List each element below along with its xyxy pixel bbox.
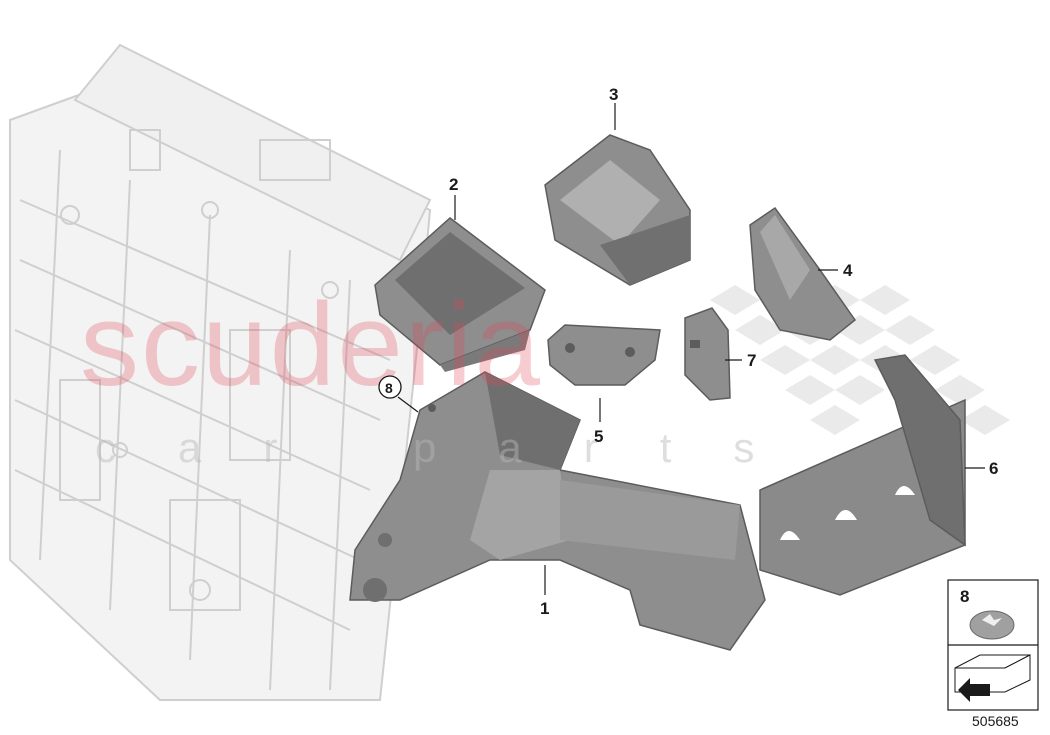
part-1-wheelarch-trim <box>349 371 766 651</box>
watermark-brand: scuderia <box>80 279 542 411</box>
legend-part-number: 8 <box>960 587 969 606</box>
callout-2: 2 <box>449 175 458 194</box>
callout-8-circle: 8 <box>378 375 402 399</box>
clip-icon <box>969 610 1015 640</box>
reference-number: 505685 <box>972 713 1019 729</box>
checker-watermark <box>710 285 1010 435</box>
callout-7: 7 <box>747 351 756 370</box>
callout-6: 6 <box>989 459 998 478</box>
callout-8: 8 <box>385 380 393 396</box>
callout-5: 5 <box>594 427 603 446</box>
part-5-plate <box>547 324 661 386</box>
callout-1: 1 <box>540 599 549 618</box>
part-7-pad <box>684 307 731 401</box>
watermark-subtitle: car parts <box>95 424 816 471</box>
part-4-bracket <box>749 206 857 341</box>
part-6-panel <box>759 354 966 596</box>
legend-box: 8 <box>947 579 1039 711</box>
arrow-icon <box>954 654 1031 702</box>
callout-3: 3 <box>609 85 618 104</box>
ghost-body-structure <box>9 43 432 701</box>
leader-lines <box>397 103 985 595</box>
callout-4: 4 <box>843 261 853 280</box>
part-3-block <box>544 134 691 286</box>
part-2-tray <box>374 217 546 372</box>
